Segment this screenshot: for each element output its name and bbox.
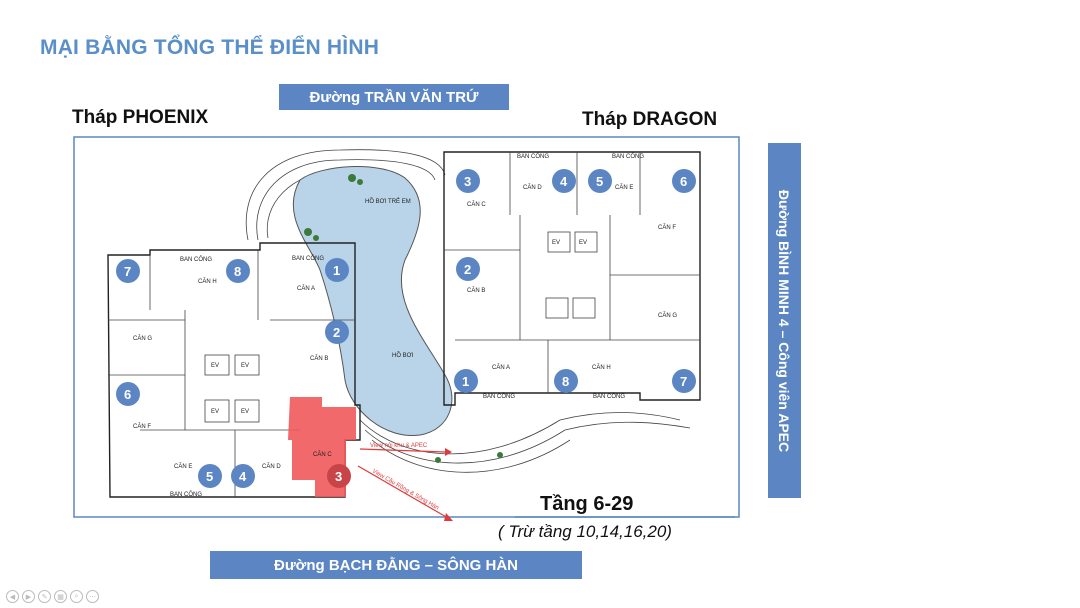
street-label-bottom: Đường BẠCH ĐẰNG – SÔNG HÀN	[210, 551, 582, 579]
floor-range: Tầng 6-29	[540, 493, 634, 515]
phoenix-ev-3: EV	[211, 409, 219, 415]
zoom-icon[interactable]: ⌕	[70, 590, 83, 603]
slide-controls: ◀ ▶ ✎ ▦ ⌕ ⋯	[6, 590, 99, 603]
phoenix-unit-3: 3	[335, 469, 342, 484]
dragon-room-f: CĂN F	[658, 224, 676, 231]
view-label-1: View nội khu & APEC	[370, 443, 428, 449]
swimming-pool	[292, 165, 453, 437]
dragon-ev-2: EV	[579, 240, 587, 246]
street-top-text: Đường TRẦN VĂN TRỨ	[309, 88, 479, 106]
phoenix-room-e: CĂN E	[174, 463, 192, 470]
street-label-right: Đường BÌNH MINH 4 – Công viên APEC	[768, 143, 801, 498]
phoenix-balcony-top-2: BAN CÔNG	[292, 255, 324, 262]
dragon-room-g: CĂN G	[658, 312, 677, 319]
dragon-room-d: CĂN D	[523, 184, 542, 191]
phoenix-room-h: CĂN H	[198, 278, 217, 285]
street-bottom-text: Đường BẠCH ĐẰNG – SÔNG HÀN	[273, 556, 519, 574]
phoenix-ev-1: EV	[211, 363, 219, 369]
phoenix-balcony-bottom: BAN CÔNG	[170, 491, 202, 498]
dragon-balcony-bottom-2: BAN CÔNG	[593, 393, 625, 400]
phoenix-unit-6: 6	[124, 387, 131, 402]
phoenix-room-b: CĂN B	[310, 355, 328, 362]
dragon-unit-5: 5	[596, 174, 603, 189]
slides-icon[interactable]: ▦	[54, 590, 67, 603]
dragon-room-h: CĂN H	[592, 364, 611, 371]
tower-phoenix-label: Tháp PHOENIX	[72, 107, 209, 128]
phoenix-room-a: CĂN A	[297, 285, 315, 292]
dragon-unit-1: 1	[462, 374, 469, 389]
phoenix-room-d: CĂN D	[262, 463, 281, 470]
dragon-balcony-top-1: BAN CÔNG	[517, 153, 549, 160]
dragon-ev-1: EV	[552, 240, 560, 246]
dragon-unit-2: 2	[464, 262, 471, 277]
phoenix-unit-7: 7	[124, 264, 131, 279]
site-boundary	[73, 136, 740, 518]
phoenix-balcony-top-1: BAN CÔNG	[180, 256, 212, 263]
phoenix-unit-5: 5	[206, 469, 213, 484]
view-arrows: View nội khu & APEC View Cầu Rồng & Sông…	[357, 443, 453, 521]
dragon-room-a: CĂN A	[492, 364, 510, 371]
dragon-unit-4: 4	[560, 174, 568, 189]
dragon-balcony-bottom-1: BAN CÔNG	[483, 393, 515, 400]
more-icon[interactable]: ⋯	[86, 590, 99, 603]
phoenix-tower: EV EV EV EV BAN CÔNG BAN CÔNG BAN CÔNG C…	[107, 242, 361, 498]
phoenix-unit-4: 4	[239, 469, 247, 484]
dragon-unit-8: 8	[562, 374, 569, 389]
prev-icon[interactable]: ◀	[6, 590, 19, 603]
dragon-balcony-top-2: BAN CÔNG	[612, 153, 644, 160]
phoenix-ev-2: EV	[241, 363, 249, 369]
phoenix-unit-8: 8	[234, 264, 241, 279]
tower-dragon-label: Tháp DRAGON	[582, 109, 718, 130]
phoenix-unit-2: 2	[333, 325, 340, 340]
next-icon[interactable]: ▶	[22, 590, 35, 603]
phoenix-ev-4: EV	[241, 409, 249, 415]
dragon-room-e: CĂN E	[615, 184, 633, 191]
pen-icon[interactable]: ✎	[38, 590, 51, 603]
phoenix-unit-1: 1	[333, 263, 340, 278]
page-title: MẠI BẰNG TỔNG THỂ ĐIỂN HÌNH	[40, 36, 380, 59]
dragon-room-b: CĂN B	[467, 287, 485, 294]
street-label-top: Đường TRẦN VĂN TRỨ	[279, 84, 509, 110]
dragon-room-c: CĂN C	[467, 201, 486, 208]
dragon-unit-6: 6	[680, 174, 687, 189]
dragon-tower: EV EV BAN CÔNG BAN CÔNG BAN CÔNG BAN CÔN…	[443, 151, 701, 406]
floor-exception: ( Trừ tầng 10,14,16,20)	[498, 522, 672, 541]
dragon-unit-3: 3	[464, 174, 471, 189]
phoenix-room-g: CĂN G	[133, 335, 152, 342]
main-pool-label: HỒ BƠI	[392, 352, 414, 359]
trees	[304, 174, 503, 463]
phoenix-room-c: CĂN C	[313, 451, 332, 458]
dragon-unit-7: 7	[680, 374, 687, 389]
kids-pool-label: HỒ BƠI TRẺ EM	[365, 198, 411, 205]
view-label-2: View Cầu Rồng & Sông Hàn	[371, 469, 439, 512]
phoenix-room-f: CĂN F	[133, 423, 151, 430]
